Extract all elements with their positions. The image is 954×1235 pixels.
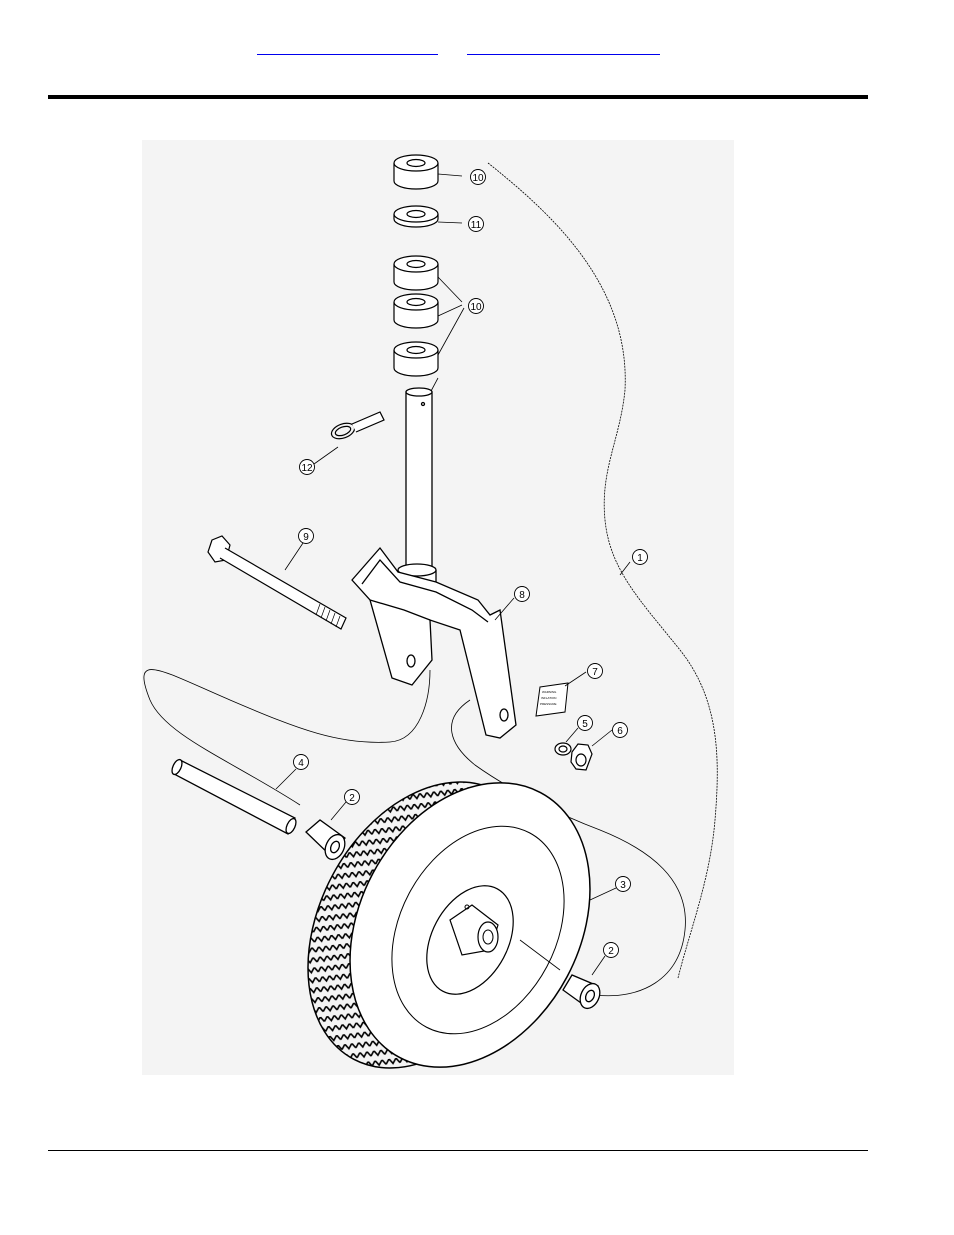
svg-text:5: 5 [582, 719, 588, 730]
svg-text:10: 10 [470, 302, 482, 313]
callout-10-top: 10 [471, 170, 486, 185]
callout-3: 3 [616, 877, 631, 892]
callout-1: 1 [633, 550, 648, 565]
svg-text:7: 7 [592, 667, 598, 678]
svg-text:INFLATION: INFLATION [541, 696, 556, 700]
svg-text:9: 9 [303, 532, 309, 543]
callout-6: 6 [613, 723, 628, 738]
callout-12: 12 [300, 460, 315, 475]
callout-7: 7 [588, 664, 603, 679]
washer-11 [394, 206, 438, 227]
callout-11: 11 [469, 217, 484, 232]
callout-5: 5 [578, 716, 593, 731]
spacer-10-a [394, 256, 438, 290]
spacer-10-top [394, 155, 438, 189]
svg-text:WARNING: WARNING [542, 690, 557, 694]
callout-2-left: 2 [345, 790, 360, 805]
svg-text:6: 6 [617, 726, 623, 737]
decal: WARNING INFLATION PRESSURE [536, 683, 568, 716]
callout-2-right: 2 [604, 943, 619, 958]
svg-text:2: 2 [608, 946, 614, 957]
svg-text:8: 8 [519, 590, 525, 601]
spacer-10-b [394, 294, 438, 328]
callout-9: 9 [299, 529, 314, 544]
svg-text:4: 4 [298, 758, 304, 769]
svg-text:PRESSURE: PRESSURE [540, 702, 557, 706]
spacer-10-c [394, 342, 438, 376]
svg-text:1: 1 [637, 553, 643, 564]
callout-8: 8 [515, 587, 530, 602]
svg-text:11: 11 [471, 220, 482, 231]
callout-4: 4 [294, 755, 309, 770]
svg-text:10: 10 [472, 173, 484, 184]
footer-rule [48, 1150, 868, 1151]
svg-text:3: 3 [620, 880, 626, 891]
lock-washer [555, 743, 571, 755]
svg-text:2: 2 [349, 793, 355, 804]
callout-10-stack: 10 [469, 299, 484, 314]
svg-text:12: 12 [301, 463, 313, 474]
